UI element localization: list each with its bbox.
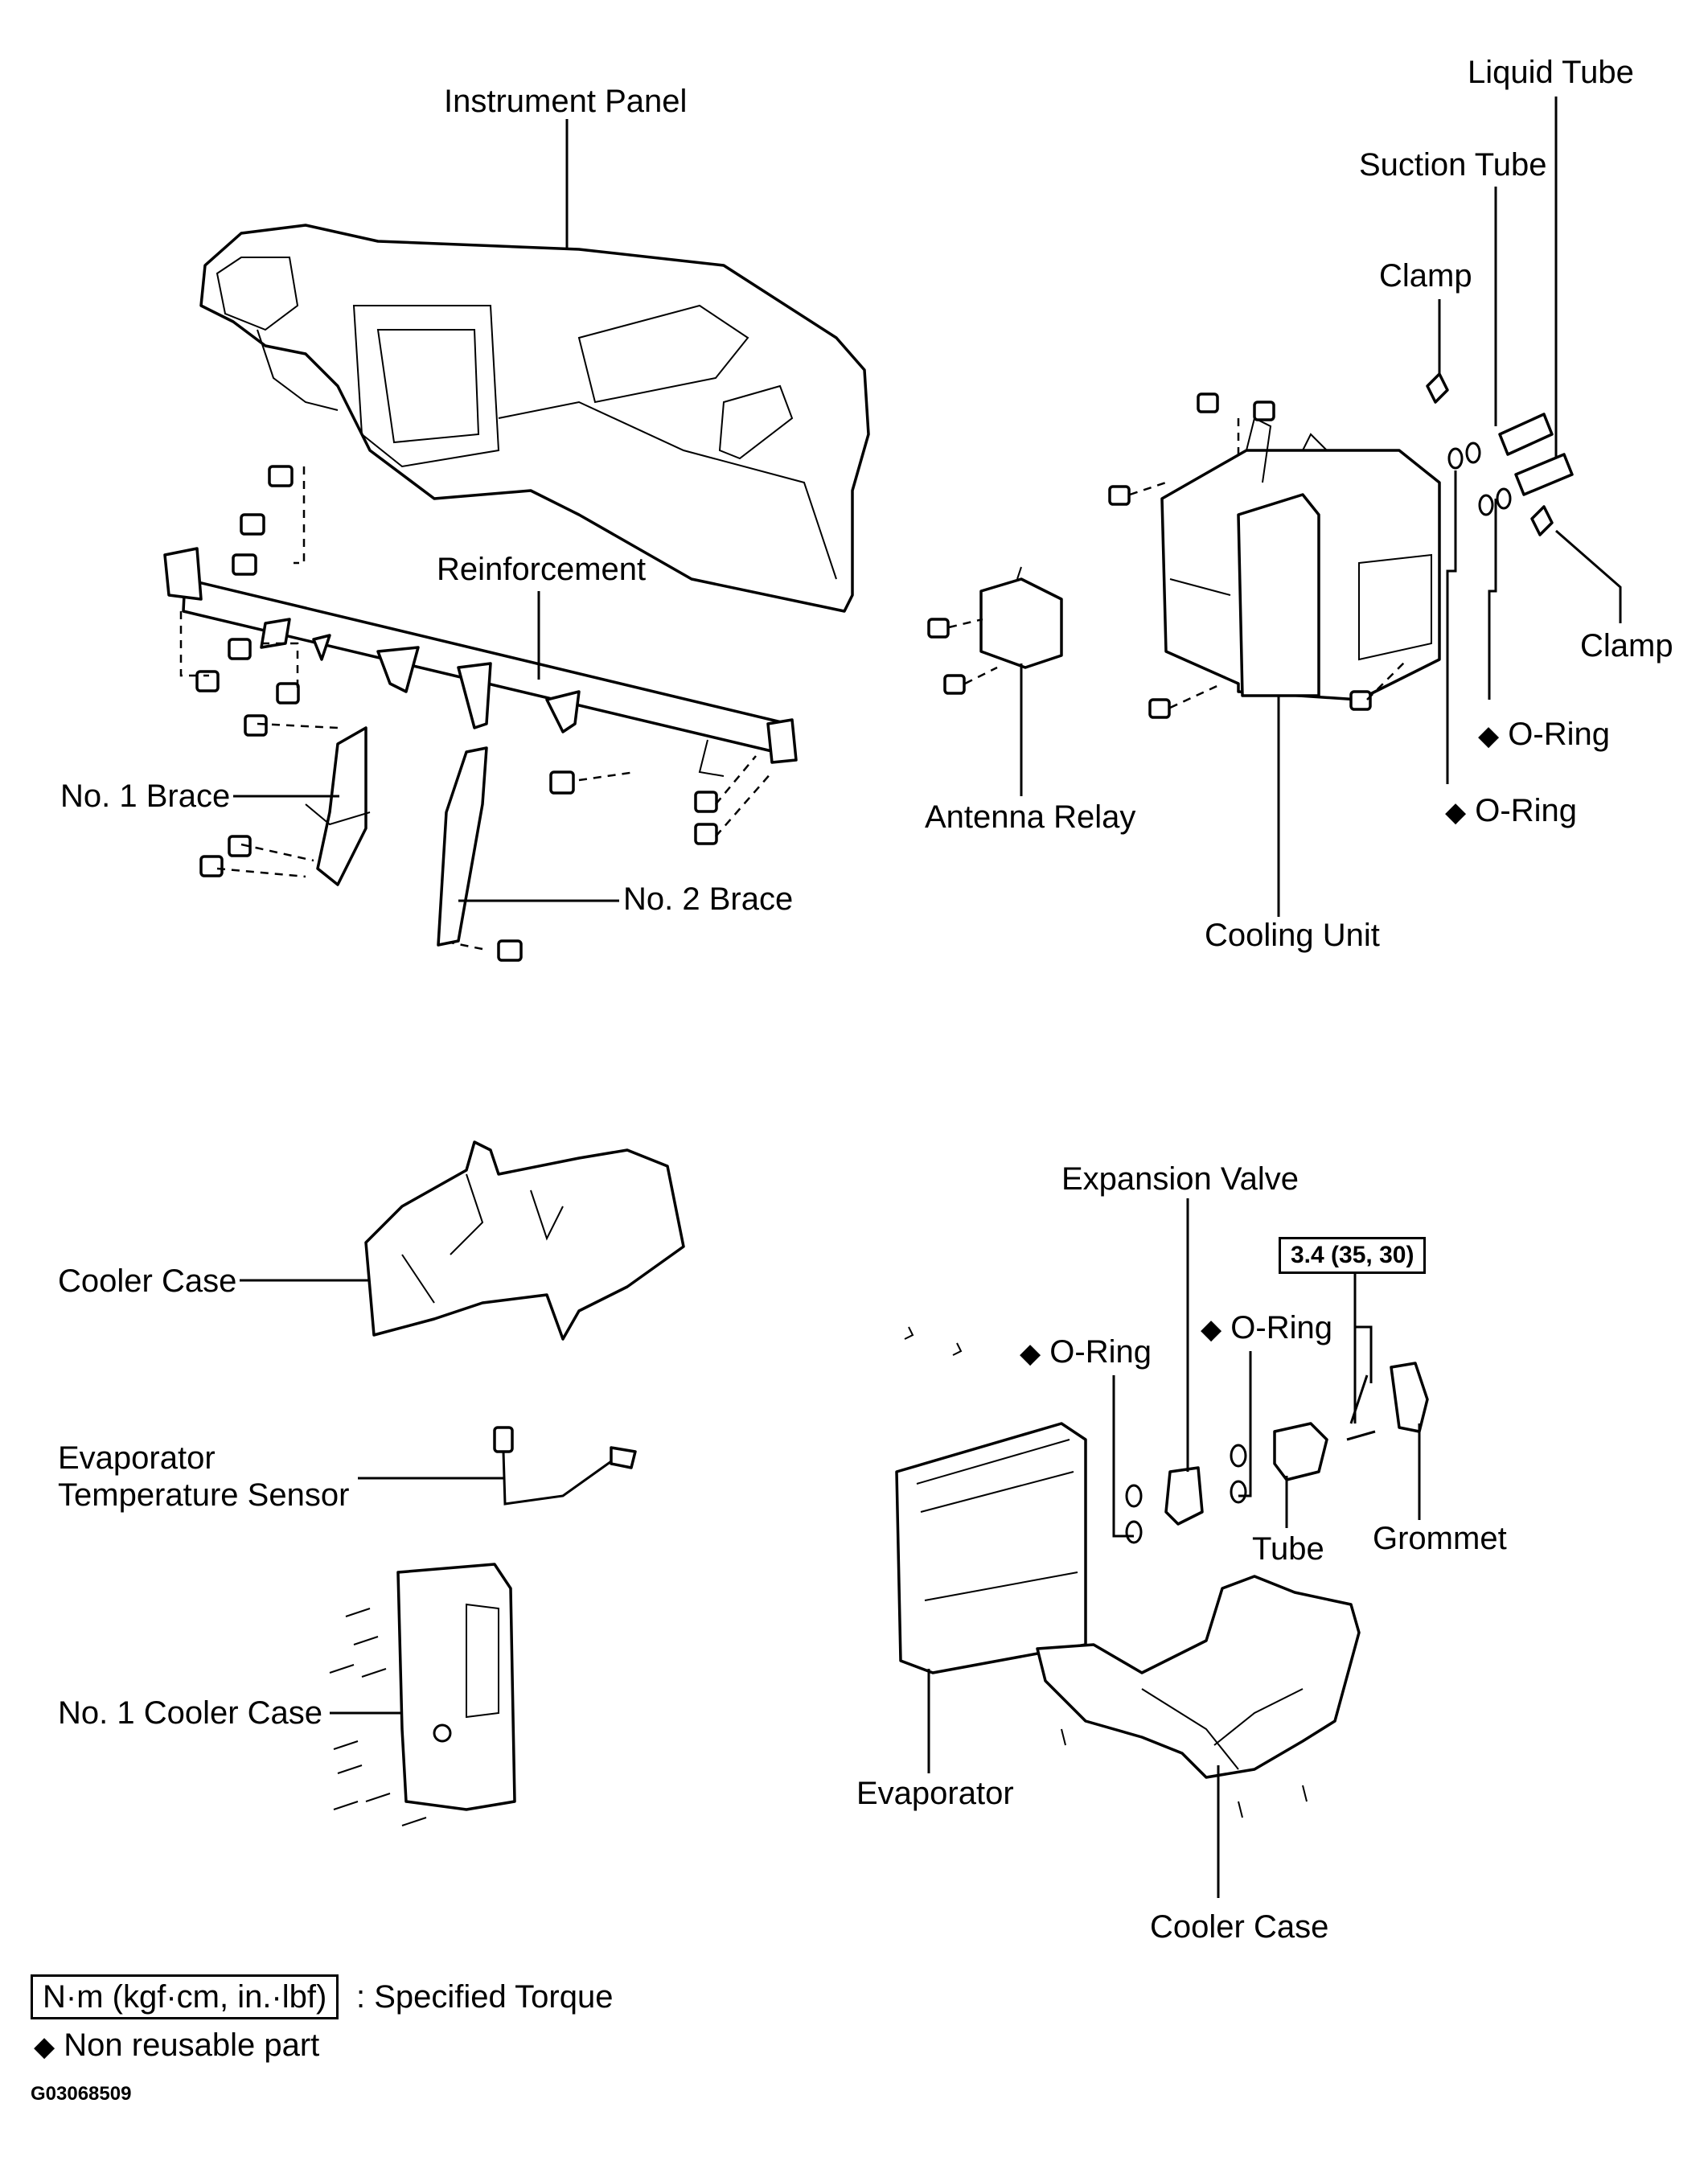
- instrument-panel-drawing: [199, 224, 870, 613]
- label-no1-cooler-case: No. 1 Cooler Case: [58, 1695, 323, 1731]
- leader-clamp-right: [1555, 529, 1622, 623]
- non-reusable-symbol-icon: ◆: [1020, 1338, 1041, 1369]
- legend-torque-unit-box: N·m (kgf·cm, in.·lbf): [31, 1974, 339, 2019]
- label-suction-tube: Suction Tube: [1359, 147, 1547, 183]
- leader-o-ring-right-mid: [1238, 1351, 1252, 1497]
- leader-o-ring-left-mid: [1112, 1375, 1134, 1538]
- leader-o-ring-lower: [1446, 470, 1457, 784]
- non-reusable-symbol-icon: ◆: [34, 2031, 55, 2062]
- label-antenna-relay: Antenna Relay: [925, 799, 1136, 835]
- label-no1-brace: No. 1 Brace: [60, 778, 231, 814]
- label-evap-temp-sensor-line2: Temperature Sensor: [58, 1477, 350, 1513]
- fasteners-left: [179, 465, 773, 962]
- no2-brace-drawing: [437, 746, 488, 947]
- o-ring-upper-label: ◆ O-Ring: [1478, 716, 1610, 754]
- cooler-case-bottom-drawing: [1036, 1575, 1361, 1818]
- o-ring-right-mid-label: ◆ O-Ring: [1201, 1309, 1332, 1348]
- non-reusable-symbol-icon: ◆: [1445, 797, 1467, 828]
- label-o-ring-upper: O-Ring: [1508, 717, 1610, 752]
- antenna-relay-drawing: [927, 566, 1063, 695]
- label-cooling-unit: Cooling Unit: [1205, 918, 1380, 953]
- torque-spec-box: 3.4 (35, 30): [1279, 1237, 1427, 1274]
- legend-torque-desc: : Specified Torque: [356, 1979, 614, 2015]
- label-cooler-case-bottom: Cooler Case: [1150, 1909, 1329, 1945]
- label-evap-temp-sensor-line1: Evaporator: [58, 1440, 216, 1476]
- label-o-ring-left-mid: O-Ring: [1049, 1334, 1152, 1370]
- label-cooler-case-left: Cooler Case: [58, 1263, 237, 1299]
- cooler-case-left-drawing: [364, 1140, 685, 1341]
- label-reinforcement: Reinforcement: [437, 552, 647, 587]
- label-evaporator: Evaporator: [856, 1776, 1014, 1811]
- legend-non-reusable-desc: Non reusable part: [64, 2027, 320, 2063]
- o-ring-lower-label: ◆ O-Ring: [1445, 792, 1577, 831]
- label-clamp-top: Clamp: [1379, 258, 1472, 294]
- label-o-ring-right-mid: O-Ring: [1230, 1310, 1332, 1345]
- label-o-ring-lower: O-Ring: [1475, 793, 1577, 828]
- label-instrument-panel: Instrument Panel: [444, 84, 688, 119]
- evaporator-drawing: [895, 1422, 1087, 1674]
- tubes-top-right: [1426, 372, 1574, 536]
- figure-code: G03068509: [31, 2083, 132, 2105]
- o-ring-left-mid-label: ◆ O-Ring: [1020, 1333, 1152, 1372]
- legend-non-reusable: ◆ Non reusable part: [34, 2027, 319, 2065]
- label-tube: Tube: [1252, 1531, 1324, 1567]
- no1-cooler-case-drawing: [329, 1563, 516, 1826]
- leader-torque: [1353, 1261, 1373, 1383]
- leader-o-ring-upper: [1488, 499, 1497, 700]
- label-clamp-right: Clamp: [1580, 628, 1673, 663]
- non-reusable-symbol-icon: ◆: [1478, 721, 1500, 751]
- no1-brace-drawing: [316, 726, 367, 886]
- reinforcement-drawing: [163, 547, 798, 777]
- cooling-unit-drawing: [1108, 392, 1441, 719]
- label-no2-brace: No. 2 Brace: [623, 881, 794, 917]
- label-liquid-tube: Liquid Tube: [1468, 55, 1634, 90]
- label-grommet: Grommet: [1373, 1521, 1507, 1556]
- non-reusable-symbol-icon: ◆: [1201, 1314, 1222, 1345]
- label-expansion-valve: Expansion Valve: [1061, 1161, 1299, 1197]
- evap-temp-sensor-drawing: [493, 1426, 637, 1506]
- valve-tube-grommet-drawing: [904, 1326, 1429, 1544]
